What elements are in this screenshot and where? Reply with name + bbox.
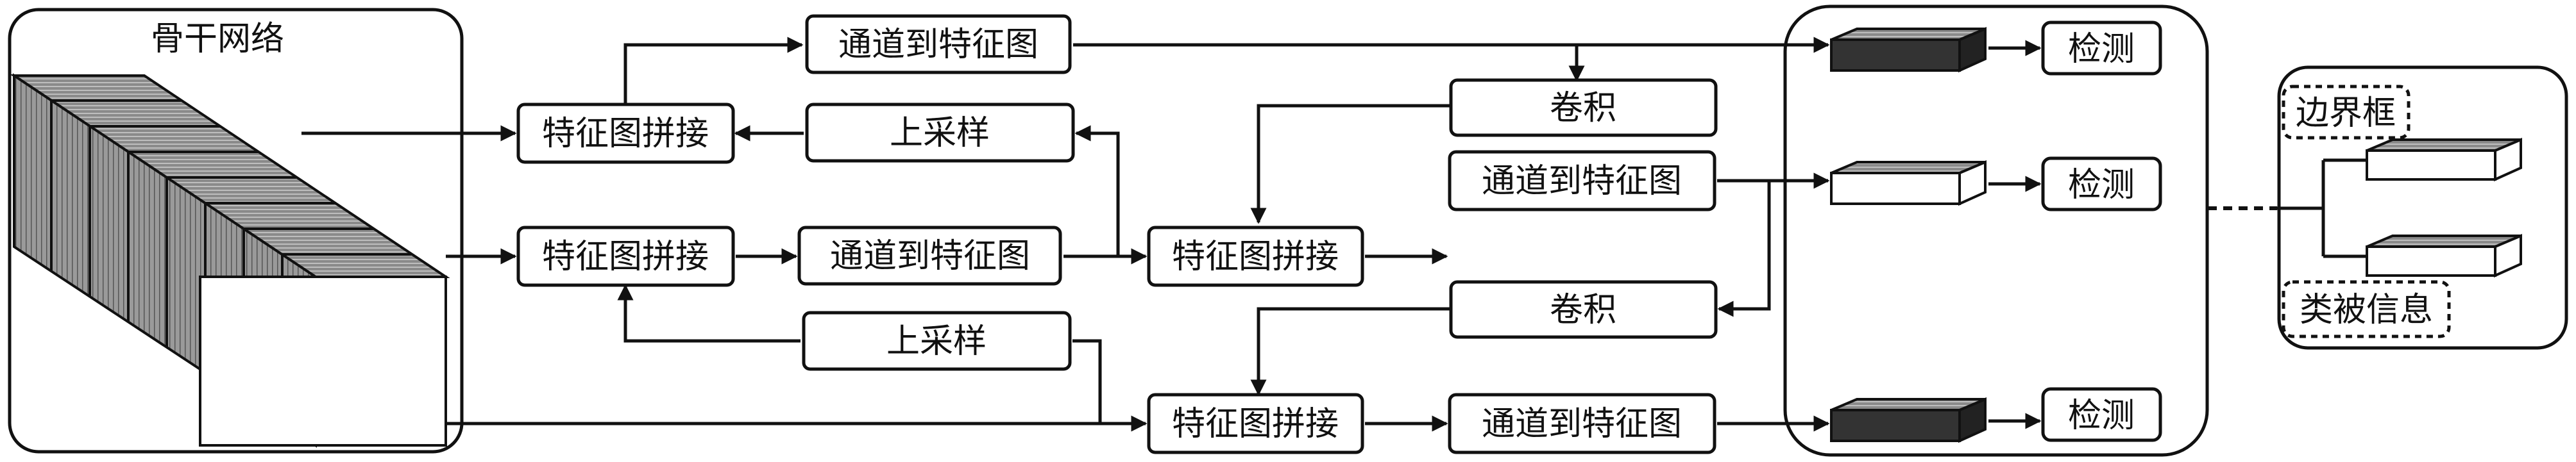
concat-center-node: 特征图拼接	[1147, 226, 1364, 287]
detect-top-node: 检测	[2041, 21, 2162, 76]
concat-bottom-label: 特征图拼接	[1172, 405, 1339, 443]
ch2fm-mid-left-label: 通道到特征图	[830, 237, 1030, 276]
feature-map-top	[1830, 26, 1987, 73]
bbox-tag: 边界框	[2282, 85, 2411, 140]
ch2fm-bottom-label: 通道到特征图	[1482, 405, 1682, 443]
ch2fm-bottom-node: 通道到特征图	[1448, 393, 1716, 454]
detect-mid-label: 检测	[2068, 166, 2135, 204]
connections	[301, 37, 2367, 432]
concat-center-label: 特征图拼接	[1172, 238, 1339, 276]
class-info-tag: 类被信息	[2282, 280, 2451, 338]
output-panel: 边界框 类被信息	[2277, 65, 2568, 350]
class-info-label: 类被信息	[2300, 291, 2433, 329]
concat-mid-label: 特征图拼接	[542, 238, 709, 276]
ch2fm-mid-right-node: 通道到特征图	[1448, 150, 1716, 211]
output-feature-top	[2366, 137, 2522, 182]
conv-top-node: 卷积	[1449, 78, 1718, 137]
detect-top-label: 检测	[2068, 30, 2135, 69]
ch2fm-top-node: 通道到特征图	[805, 14, 1072, 74]
conv-bottom-node: 卷积	[1449, 280, 1718, 339]
upsample-bottom-node: 上采样	[802, 311, 1072, 371]
feature-map-mid	[1830, 160, 1987, 206]
backbone-panel: 骨干网络	[8, 8, 464, 454]
upsample-top-node: 上采样	[805, 103, 1075, 163]
concat-top-label: 特征图拼接	[542, 115, 709, 153]
conv-bottom-label: 卷积	[1550, 291, 1616, 329]
detection-panel: 检测 检测 检测	[1783, 4, 2209, 457]
detect-bottom-label: 检测	[2068, 397, 2135, 435]
upsample-top-label: 上采样	[890, 114, 990, 153]
ch2fm-mid-left-node: 通道到特征图	[797, 226, 1062, 286]
detect-mid-node: 检测	[2041, 156, 2162, 211]
upsample-bottom-label: 上采样	[886, 322, 987, 361]
backbone-feature-stack	[10, 73, 450, 448]
backbone-title: 骨干网络	[151, 20, 284, 58]
ch2fm-mid-right-label: 通道到特征图	[1482, 162, 1682, 201]
detect-bottom-node: 检测	[2041, 387, 2162, 442]
concat-mid-node: 特征图拼接	[516, 226, 735, 287]
conv-top-label: 卷积	[1550, 89, 1616, 128]
output-feature-bottom	[2366, 233, 2522, 278]
ch2fm-top-label: 通道到特征图	[838, 26, 1038, 64]
concat-bottom-node: 特征图拼接	[1147, 393, 1364, 454]
bbox-label: 边界框	[2296, 94, 2396, 133]
feature-map-bottom	[1830, 397, 1987, 443]
concat-top-node: 特征图拼接	[516, 103, 735, 164]
